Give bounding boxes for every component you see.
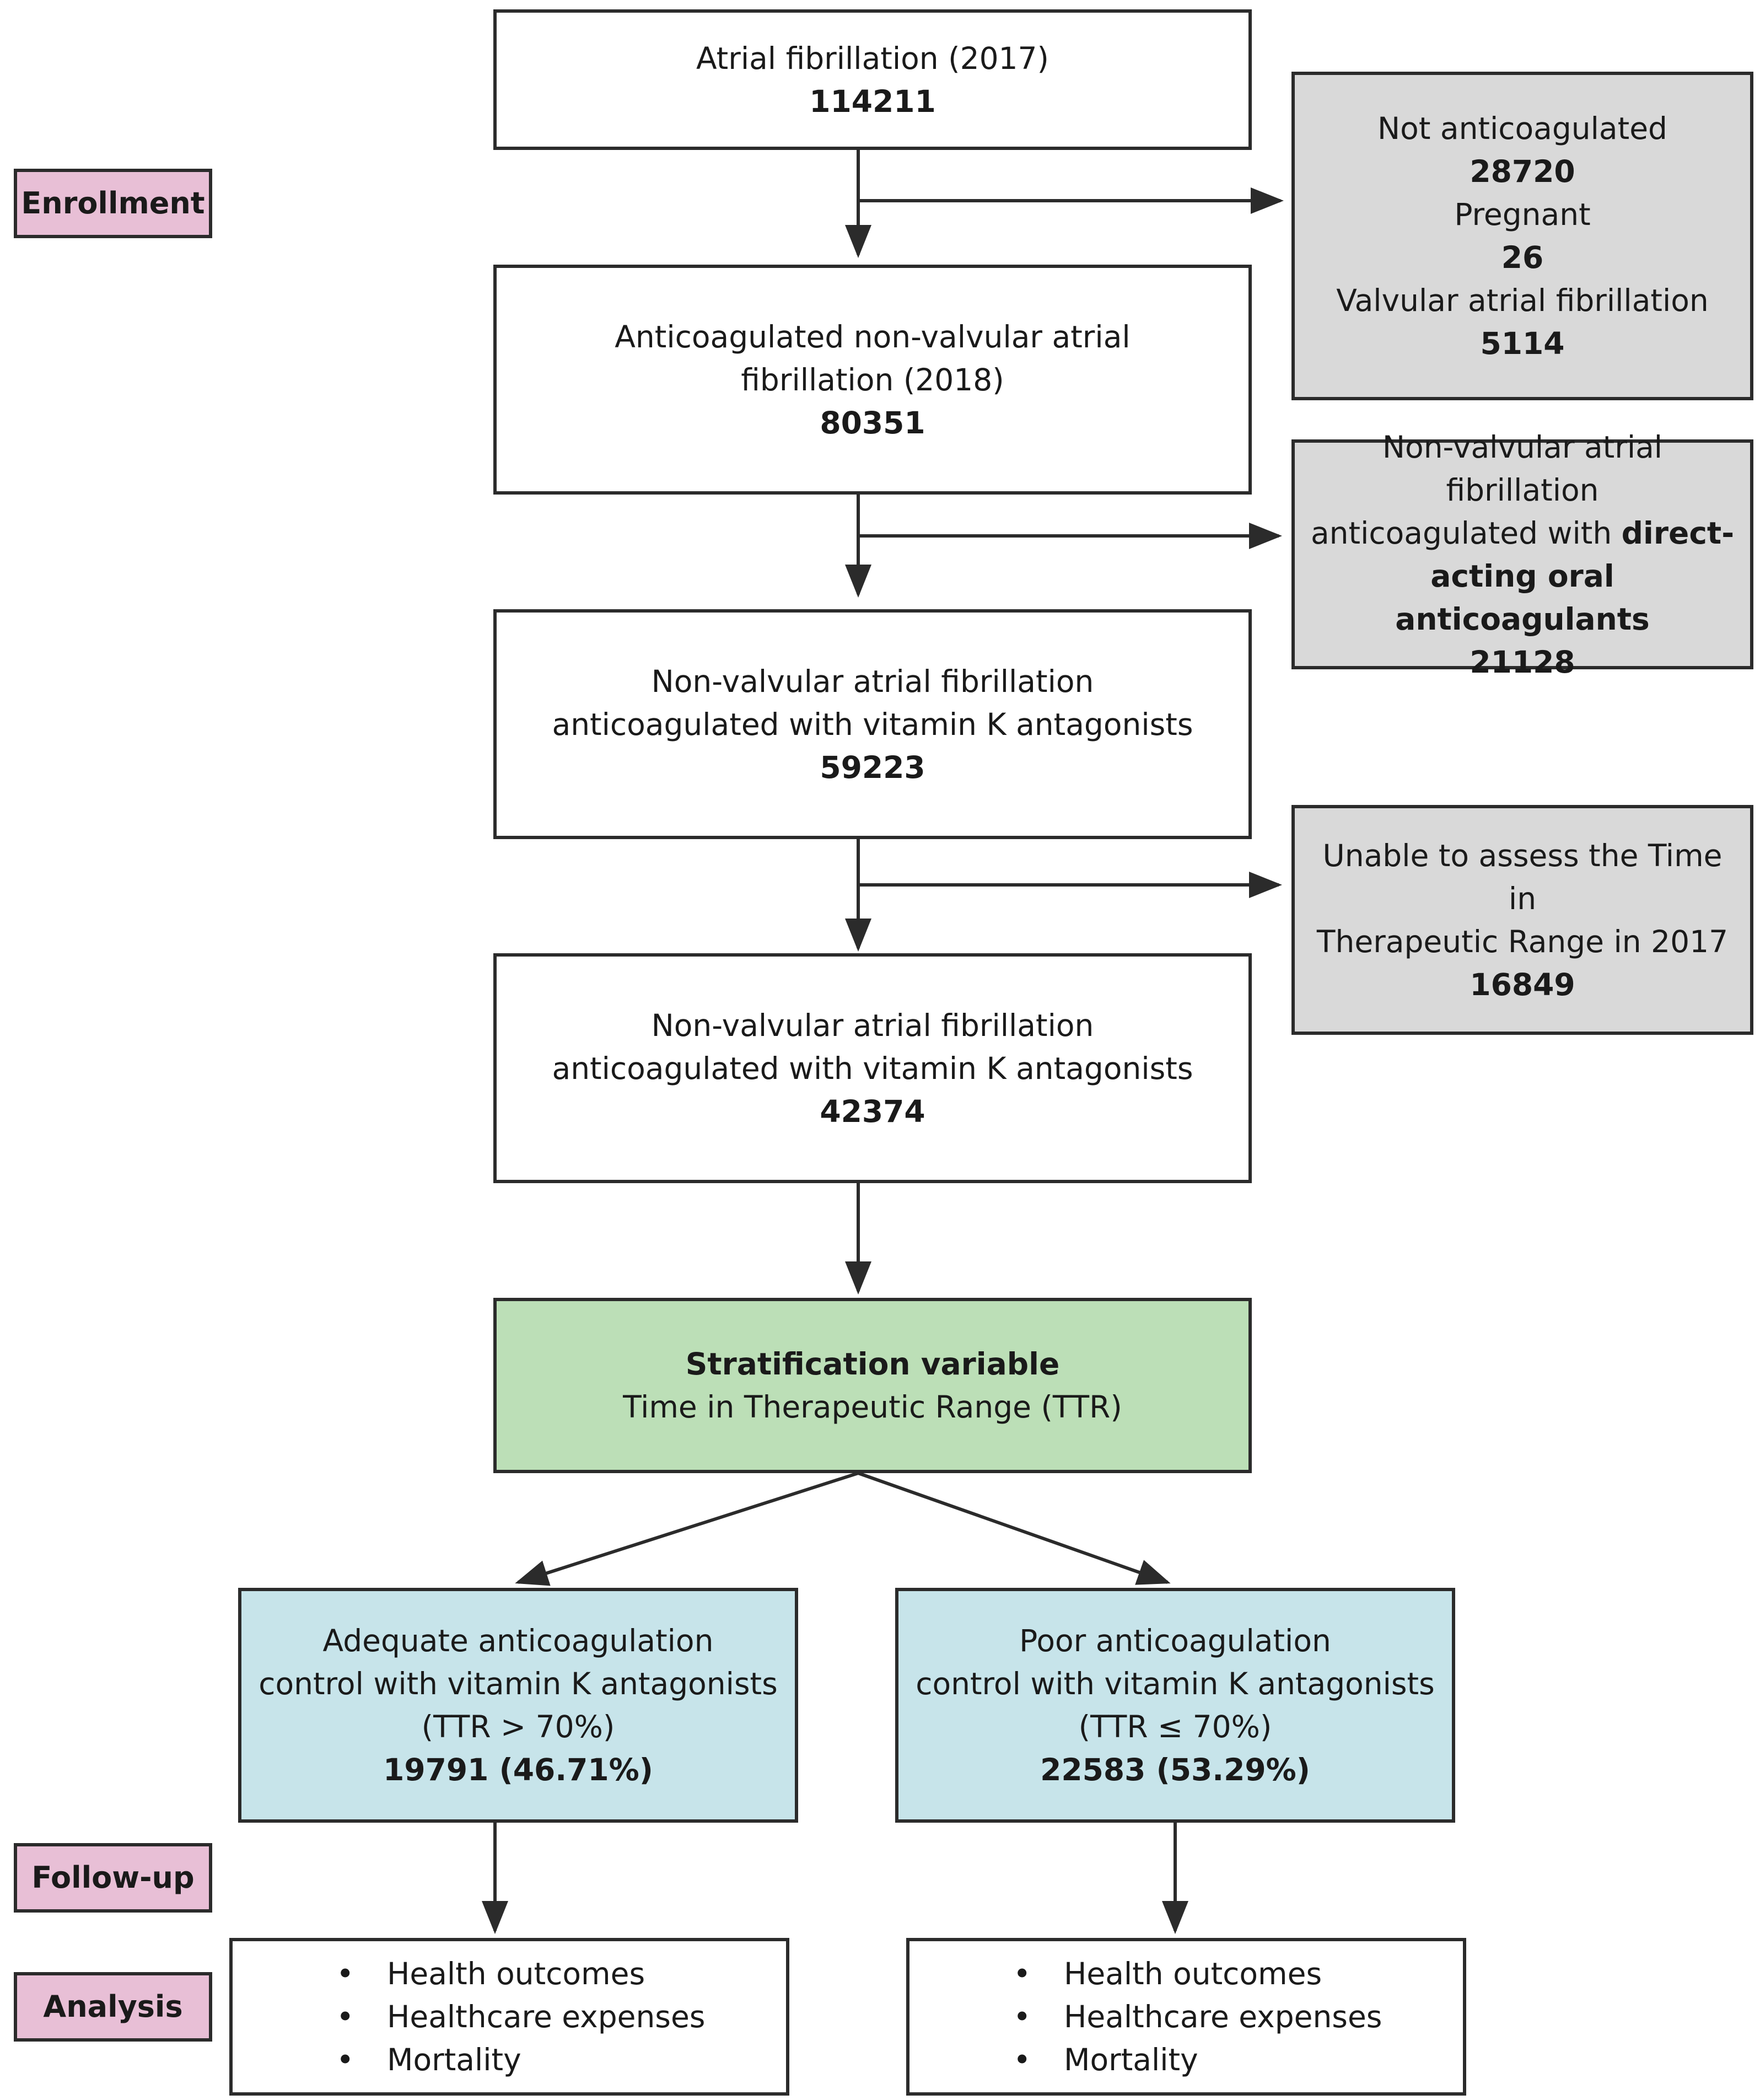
adequate-line1: Adequate anticoagulation — [322, 1623, 714, 1658]
excluded1-count3: 5114 — [1480, 326, 1565, 361]
anticoag2018-count: 80351 — [820, 405, 925, 441]
outcome-label: Healthcare expenses — [1064, 1999, 1382, 2034]
bullet-icon: • — [336, 1956, 354, 1991]
adequate-line3: (TTR > 70%) — [421, 1709, 615, 1744]
vka1-line2: anticoagulated with vitamin K antagonist… — [552, 706, 1193, 742]
excluded1-line2: Pregnant — [1454, 197, 1591, 232]
stratification-title: Stratification variable — [685, 1346, 1060, 1382]
anticoag2018-line1: Anticoagulated non-valvular atrial — [615, 319, 1131, 355]
adequate-line2: control with vitamin K antagonists — [259, 1666, 778, 1701]
box-excluded-unable-ttr: Unable to assess the Time in Therapeutic… — [1291, 805, 1753, 1035]
outcomes-left-list: • Health outcomes • Healthcare expenses • M… — [233, 1952, 786, 2081]
poor-line3: (TTR ≤ 70%) — [1078, 1709, 1272, 1744]
doac-count: 21128 — [1470, 644, 1575, 680]
outcomes-right-list: • Health outcomes • Healthcare expenses • M… — [909, 1952, 1463, 2081]
box-poor-control: Poor anticoagulation control with vitami… — [895, 1588, 1455, 1823]
doac-line1: Non-valvular atrial fibrillation — [1382, 429, 1663, 508]
excluded1-count1: 28720 — [1470, 154, 1575, 189]
box-adequate-control: Adequate anticoagulation control with vi… — [238, 1588, 798, 1823]
box-excluded-not-anticoagulated: Not anticoagulated 28720 Pregnant 26 Val… — [1291, 72, 1753, 400]
stage-follow-up: Follow-up — [14, 1843, 212, 1913]
stage-analysis: Analysis — [14, 1972, 212, 2042]
box-vka-59223: Non-valvular atrial fibrillation anticoa… — [493, 609, 1252, 839]
vka2-line2: anticoagulated with vitamin K antagonist… — [552, 1050, 1193, 1086]
poor-line2: control with vitamin K antagonists — [916, 1666, 1435, 1701]
arrow-to-poor — [858, 1471, 1171, 1585]
box-vka-42374: Non-valvular atrial fibrillation anticoa… — [493, 953, 1252, 1183]
stage-analysis-label: Analysis — [43, 1989, 183, 2024]
bullet-icon: • — [1013, 2042, 1031, 2077]
excluded1-line1: Not anticoagulated — [1377, 111, 1667, 146]
outcome-label: Mortality — [387, 2042, 521, 2077]
doac-line2-bold: direct- — [1621, 515, 1735, 551]
box-atrial-fibrillation-2017: Atrial fibrillation (2017) 114211 — [493, 9, 1252, 150]
anticoag2018-line2: fibrillation (2018) — [741, 362, 1004, 398]
stratification-subtitle: Time in Therapeutic Range (TTR) — [623, 1389, 1122, 1425]
bullet-icon: • — [336, 1999, 354, 2034]
bullet-icon: • — [1013, 1999, 1031, 2034]
box-excluded-doac: Non-valvular atrial fibrillation anticoa… — [1291, 429, 1753, 680]
box-stratification-variable: Stratification variable Time in Therapeu… — [493, 1298, 1252, 1473]
list-item: • Healthcare expenses — [909, 1995, 1463, 2038]
af2017-label: Atrial fibrillation (2017) — [696, 40, 1049, 76]
bullet-icon: • — [336, 2042, 354, 2077]
outcomes-right: • Health outcomes • Healthcare expenses • M… — [906, 1938, 1466, 2096]
unable-line1: Unable to assess the Time in — [1322, 837, 1723, 916]
excluded1-line3: Valvular atrial fibrillation — [1336, 283, 1709, 318]
list-item: • Mortality — [233, 2038, 786, 2081]
excluded1-count2: 26 — [1501, 240, 1544, 275]
box-anticoagulated-2018: Anticoagulated non-valvular atrial fibri… — [493, 265, 1252, 495]
list-item: • Healthcare expenses — [233, 1995, 786, 2038]
doac-line2: anticoagulated with direct- — [1311, 512, 1734, 555]
poor-count: 22583 (53.29%) — [1040, 1752, 1310, 1787]
adequate-count: 19791 (46.71%) — [383, 1752, 653, 1787]
af2017-count: 114211 — [809, 83, 936, 119]
doac-line3: acting oral anticoagulants — [1395, 558, 1650, 637]
vka1-count: 59223 — [820, 749, 925, 785]
list-item: • Health outcomes — [909, 1952, 1463, 1995]
list-item: • Mortality — [909, 2038, 1463, 2081]
stage-follow-up-label: Follow-up — [31, 1860, 195, 1895]
arrow-to-adequate — [515, 1471, 859, 1586]
poor-line1: Poor anticoagulation — [1019, 1623, 1331, 1658]
stage-enrollment: Enrollment — [14, 169, 212, 238]
unable-line2: Therapeutic Range in 2017 — [1316, 923, 1729, 959]
outcome-label: Mortality — [1064, 2042, 1198, 2077]
outcome-label: Health outcomes — [1064, 1956, 1322, 1991]
list-item: • Health outcomes — [233, 1952, 786, 1995]
outcome-label: Healthcare expenses — [387, 1999, 706, 2034]
outcome-label: Health outcomes — [387, 1956, 645, 1991]
unable-count: 16849 — [1470, 966, 1575, 1002]
vka2-line1: Non-valvular atrial fibrillation — [651, 1007, 1094, 1043]
bullet-icon: • — [1013, 1956, 1031, 1991]
outcomes-left: • Health outcomes • Healthcare expenses • M… — [229, 1938, 789, 2096]
vka1-line1: Non-valvular atrial fibrillation — [651, 663, 1094, 699]
doac-line2-prefix: anticoagulated with — [1310, 515, 1622, 551]
vka2-count: 42374 — [820, 1093, 925, 1129]
stage-enrollment-label: Enrollment — [21, 186, 205, 221]
